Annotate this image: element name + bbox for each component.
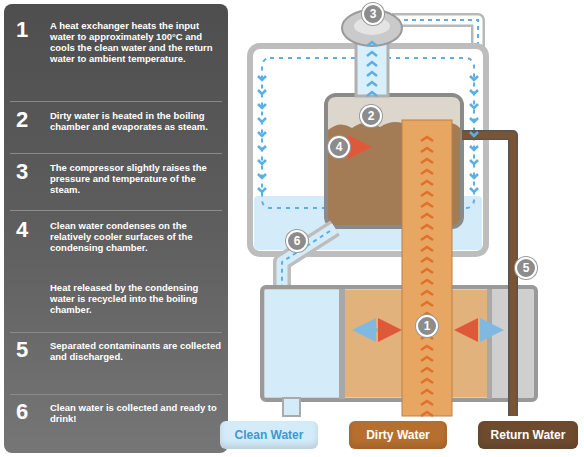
flow-chevron [367,82,377,86]
flow-chevron [258,188,266,192]
flow-chevron [258,174,266,178]
step-number: 2 [16,108,28,132]
step-number: 1 [16,18,28,42]
flow-chevron [470,118,478,122]
flow-chevron [258,118,266,122]
legend-swatch: Return Water [478,421,578,449]
flow-chevron [421,247,433,251]
step-text: Clean water condenses on the relatively … [50,220,222,253]
flow-chevron [421,291,433,295]
separator-line [10,332,222,333]
step-number: 5 [16,338,28,362]
callout-number: 3 [362,3,384,25]
flow-chevron [367,92,377,96]
flow-chevron [421,192,433,196]
legend-text: Clean Water [235,428,304,442]
flow-chevron [258,160,266,164]
callout-text: 5 [523,262,530,274]
flow-chevron [367,42,377,46]
flow-chevron [421,280,433,284]
callout-text: 1 [424,320,431,332]
legend-swatch: Clean Water [220,421,318,449]
flow-chevron [258,146,266,150]
flow-chevron [421,225,433,229]
callout-text: 3 [370,8,377,20]
callout-text: 4 [336,141,343,153]
flow-chevron [258,132,266,136]
flow-chevron [258,90,266,94]
steps-panel: 1 A heat exchanger heats the input water … [4,4,228,453]
legend-text: Return Water [491,428,566,442]
flow-chevron [421,302,433,306]
flow-chevron [421,357,433,361]
step-text: A heat exchanger heats the input water t… [50,20,222,64]
flow-chevron [421,346,433,350]
flow-chevron [258,104,266,108]
flow-chevron [470,90,478,94]
flow-chevron [367,72,377,76]
flow-chevron [421,159,433,163]
flow-chevron [421,401,433,405]
callout-number: 4 [328,136,350,158]
callout-number: 5 [515,257,537,279]
flow-chevron [421,170,433,174]
step-text: The compressor slightly raises the press… [50,162,222,195]
flow-chevron [470,76,478,80]
flow-chevron [470,160,478,164]
step-text: Dirty water is heated in the boiling cha… [50,110,222,132]
flow-chevron [470,132,478,136]
flow-chevron [367,62,377,66]
flow-chevron [421,214,433,218]
separator-line [10,153,222,154]
callout-number: 1 [416,315,438,337]
flow-chevron [421,390,433,394]
legend-text: Dirty Water [366,428,430,442]
flow-chevron [470,188,478,192]
flow-chevron [258,76,266,80]
step-number: 6 [16,400,28,424]
flow-chevron [421,269,433,273]
step-text: Separated contaminants are collected and… [50,340,222,362]
flow-chevron [421,412,433,416]
flow-chevron [421,137,433,141]
step-number: 4 [16,218,28,242]
callout-number: 2 [360,105,382,127]
flow-chevron [367,52,377,56]
callout-number: 6 [286,230,308,252]
step-number: 3 [16,160,28,184]
legend-swatch: Dirty Water [349,421,447,449]
callout-text: 2 [368,110,375,122]
flow-chevron [421,148,433,152]
separator-line [10,210,222,211]
step-text: Heat released by the condensing water is… [50,282,222,315]
separator-line [10,101,222,102]
flow-chevron [421,368,433,372]
callout-text: 6 [294,235,301,247]
separator-line [10,394,222,395]
flow-chevron [470,104,478,108]
flow-chevron [421,258,433,262]
flow-chevron [421,203,433,207]
flow-chevron [421,181,433,185]
flow-chevron [470,146,478,150]
flow-chevron [421,379,433,383]
flow-chevron [421,236,433,240]
step-text: Clean water is collected and ready to dr… [50,402,222,424]
flow-chevron [470,174,478,178]
